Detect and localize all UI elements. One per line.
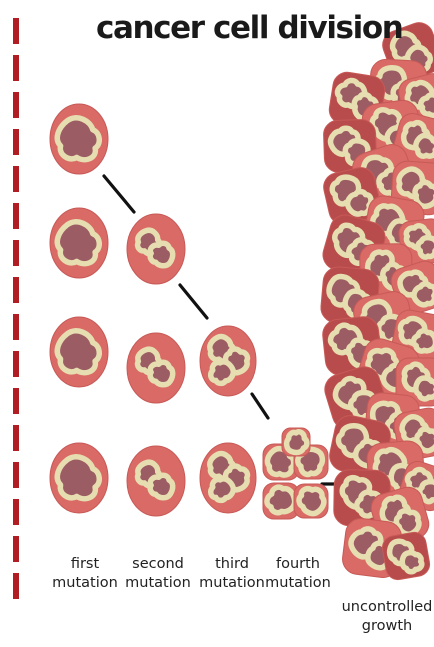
label-line: uncontrolled xyxy=(340,598,434,617)
nucleus-icon xyxy=(210,360,235,385)
dash-segment xyxy=(13,166,19,192)
dash-segment xyxy=(13,240,19,266)
nucleus-icon xyxy=(57,222,99,264)
label-line: first xyxy=(48,555,122,574)
dash-segment xyxy=(13,425,19,451)
label-first-mutation: first mutation xyxy=(48,555,122,593)
nucleus-icon xyxy=(57,457,99,499)
dash-segment xyxy=(13,388,19,414)
nucleus-icon xyxy=(299,489,324,514)
nucleus-icon xyxy=(57,331,99,373)
dash-segment xyxy=(13,55,19,81)
label-line: mutation xyxy=(118,574,198,593)
dash-segment xyxy=(13,314,19,340)
connector-line xyxy=(104,176,134,212)
connector-line xyxy=(180,285,207,318)
dash-segment xyxy=(13,462,19,488)
dash-segment xyxy=(13,536,19,562)
dash-segment xyxy=(13,351,19,377)
dashed-divider xyxy=(13,18,19,599)
connector-line xyxy=(252,394,268,418)
dash-segment xyxy=(13,203,19,229)
dash-segment xyxy=(13,18,19,44)
label-line: mutation xyxy=(48,574,122,593)
label-line: fourth xyxy=(258,555,338,574)
label-fourth-mutation: fourth mutation xyxy=(258,555,338,593)
label-line: second xyxy=(118,555,198,574)
dash-segment xyxy=(13,92,19,118)
page-title: cancer cell division xyxy=(96,10,396,46)
label-line: growth xyxy=(340,617,434,636)
nucleus-icon xyxy=(413,283,434,305)
label-line: mutation xyxy=(258,574,338,593)
dash-segment xyxy=(13,573,19,599)
nucleus-icon xyxy=(57,118,99,160)
cell-grid xyxy=(50,104,328,519)
dash-segment xyxy=(13,129,19,155)
nucleus-icon xyxy=(415,135,434,158)
uncontrolled-growth-cluster xyxy=(319,19,434,582)
label-uncontrolled-growth: uncontrolled growth xyxy=(340,598,434,636)
nucleus-icon xyxy=(210,477,235,502)
label-second-mutation: second mutation xyxy=(118,555,198,593)
dash-segment xyxy=(13,277,19,303)
dash-segment xyxy=(13,499,19,525)
